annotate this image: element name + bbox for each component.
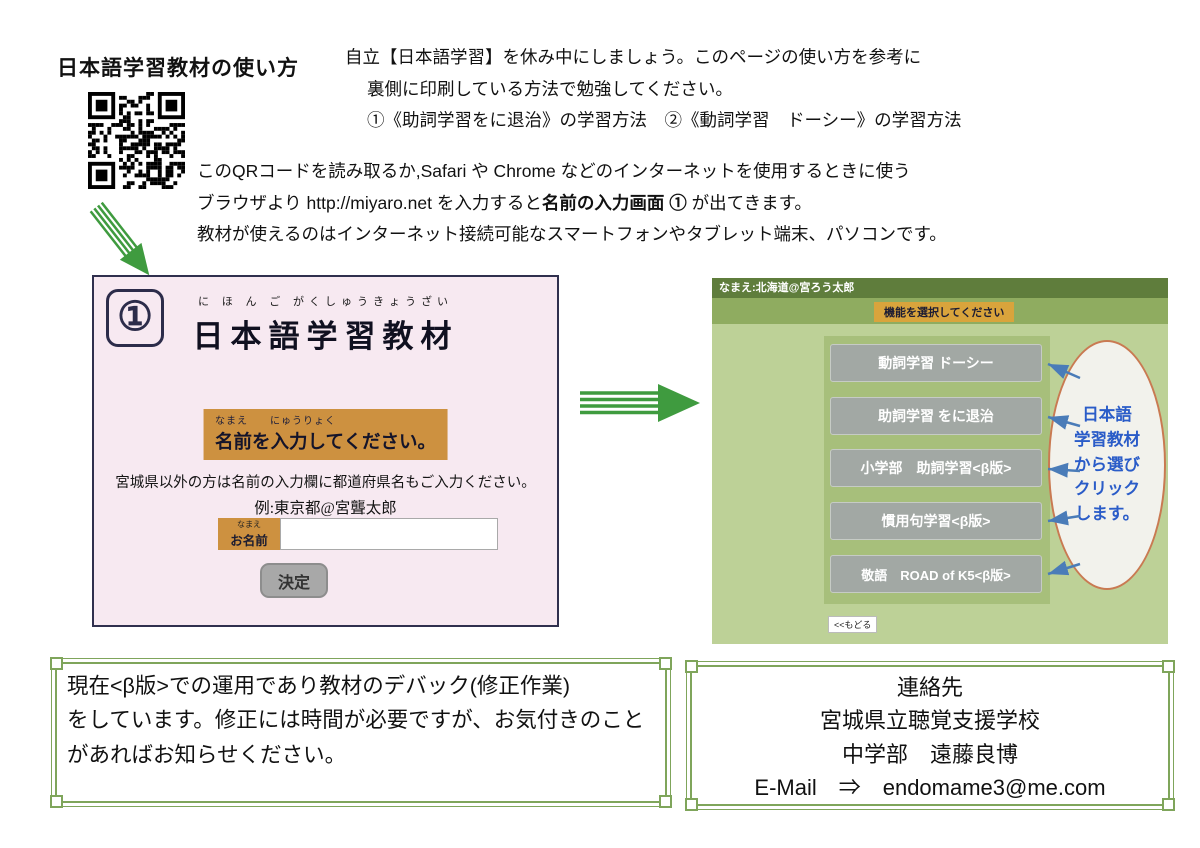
- name-input[interactable]: [280, 518, 498, 550]
- annotation-line-2: 学習教材: [1074, 430, 1140, 449]
- contact-heading: 連絡先: [896, 675, 963, 700]
- menu-button-elementary-particle[interactable]: 小学部 助詞学習<β版>: [830, 449, 1042, 487]
- user-name-bar: なまえ:北海道@宮ろう太郎: [712, 278, 1168, 298]
- name-screen-title: 日本語学習教材: [192, 319, 459, 354]
- page-title: 日本語学習教材の使い方: [57, 57, 299, 81]
- title-furigana: に ほ ん ご がくしゅうきょうざい: [198, 296, 453, 308]
- beta-note-box: 現在<β版>での運用であり教材のデバック(修正作業) をしています。修正には時間…: [50, 657, 672, 808]
- down-arrow-icon: [89, 201, 150, 276]
- name-field-label: なまえ お名前: [218, 518, 280, 550]
- qr-caption: このQRコードを読み取るか,Safari や Chrome などのインターネット…: [197, 156, 1177, 251]
- menu-button-particle-study[interactable]: 助詞学習 をに退治: [830, 397, 1042, 435]
- contact-school: 宮城県立聴覚支援学校: [819, 708, 1040, 734]
- right-arrow-icon: [580, 384, 700, 422]
- intro-line-2: 裏側に印刷している方法で勉強してください。: [367, 78, 733, 99]
- contact-person: 中学部 遠藤良博: [841, 741, 1018, 767]
- qr-caption-line-2-pre: ブラウザより http://miyaro.net を入力すると: [197, 192, 542, 213]
- beta-note-line-2: をしています。修正には時間が必要ですが、お気付きのこと: [67, 708, 645, 733]
- name-input-screen: ① に ほ ん ご がくしゅうきょうざい 日本語学習教材 なまえ にゅうりょく …: [92, 275, 559, 627]
- prompt-furigana: なまえ にゅうりょく: [215, 416, 337, 427]
- input-example: 例:東京都@宮聾太郎: [254, 500, 397, 517]
- frame-corner-ornament: [685, 798, 698, 811]
- back-button[interactable]: <<もどる: [828, 616, 878, 633]
- qr-code-image: [88, 92, 185, 189]
- prompt-text: 名前を入力してください。: [215, 433, 436, 453]
- intro-line-1: 自立【日本語学習】を休み中にしましょう。このページの使い方を参考に: [345, 47, 922, 67]
- name-label-text: お名前: [230, 534, 268, 548]
- menu-screen: なまえ:北海道@宮ろう太郎 機能を選択してください 動詞学習 ドーシー 助詞学習…: [712, 278, 1168, 644]
- menu-instruction: 機能を選択してください: [874, 302, 1015, 322]
- qr-caption-line-1: このQRコードを読み取るか,Safari や Chrome などのインターネット…: [197, 161, 911, 181]
- frame-corner-ornament: [659, 657, 672, 670]
- qr-caption-line-2-post: が出てきます。: [686, 192, 812, 213]
- prefecture-note: 宮城県以外の方は名前の入力欄に都道府県名もご入力ください。: [115, 475, 536, 491]
- name-screen-ref: 名前の入力画面 ①: [541, 192, 687, 213]
- frame-corner-ornament: [1162, 660, 1175, 673]
- beta-note-line-3: があればお知らせください。: [67, 742, 347, 767]
- menu-button-keigo-road[interactable]: 敬語 ROAD of K5<β版>: [830, 555, 1042, 593]
- frame-corner-ornament: [685, 660, 698, 673]
- contact-box: 連絡先 宮城県立聴覚支援学校 中学部 遠藤良博 E-Mail ⇒ endomam…: [685, 660, 1175, 811]
- annotation-line-5: します。: [1074, 505, 1140, 524]
- menu-button-idiom-study[interactable]: 慣用句学習<β版>: [830, 502, 1042, 540]
- name-input-row: なまえ お名前: [218, 518, 498, 550]
- step-1-badge: ①: [106, 289, 164, 347]
- annotation-line-3: から選び: [1074, 455, 1140, 474]
- annotation-line-1: 日本語: [1082, 406, 1132, 425]
- name-prompt: なまえ にゅうりょく 名前を入力してください。: [203, 409, 448, 460]
- intro-text: 自立【日本語学習】を休み中にしましょう。このページの使い方を参考に 裏側に印刷し…: [345, 42, 962, 137]
- qr-caption-line-2: ブラウザより http://miyaro.net を入力すると名前の入力画面 ①…: [197, 188, 1177, 220]
- qr-caption-line-3: 教材が使えるのはインターネット接続可能なスマートフォンやタブレット端末、パソコン…: [197, 224, 947, 244]
- submit-button[interactable]: 決定: [260, 563, 328, 598]
- beta-note-line-1: 現在<β版>での運用であり教材のデバック(修正作業): [67, 674, 571, 698]
- frame-corner-ornament: [659, 795, 672, 808]
- contact-email: E-Mail ⇒ endomame3@me.com: [754, 775, 1106, 801]
- frame-corner-ornament: [1162, 798, 1175, 811]
- name-screen-title-block: に ほ ん ご がくしゅうきょうざい 日本語学習教材: [94, 293, 557, 356]
- name-label-furigana: なまえ: [237, 520, 261, 529]
- annotation-line-4: クリック: [1074, 480, 1140, 499]
- annotation-oval: 日本語 学習教材 から選び クリック します。: [1048, 340, 1166, 590]
- intro-line-3: ①《助詞学習をに退治》の学習方法 ②《動詞学習 ドーシー》の学習方法: [367, 110, 962, 130]
- qr-code: [88, 92, 185, 189]
- frame-corner-ornament: [50, 657, 63, 670]
- menu-button-verb-study[interactable]: 動詞学習 ドーシー: [830, 344, 1042, 382]
- frame-corner-ornament: [50, 795, 63, 808]
